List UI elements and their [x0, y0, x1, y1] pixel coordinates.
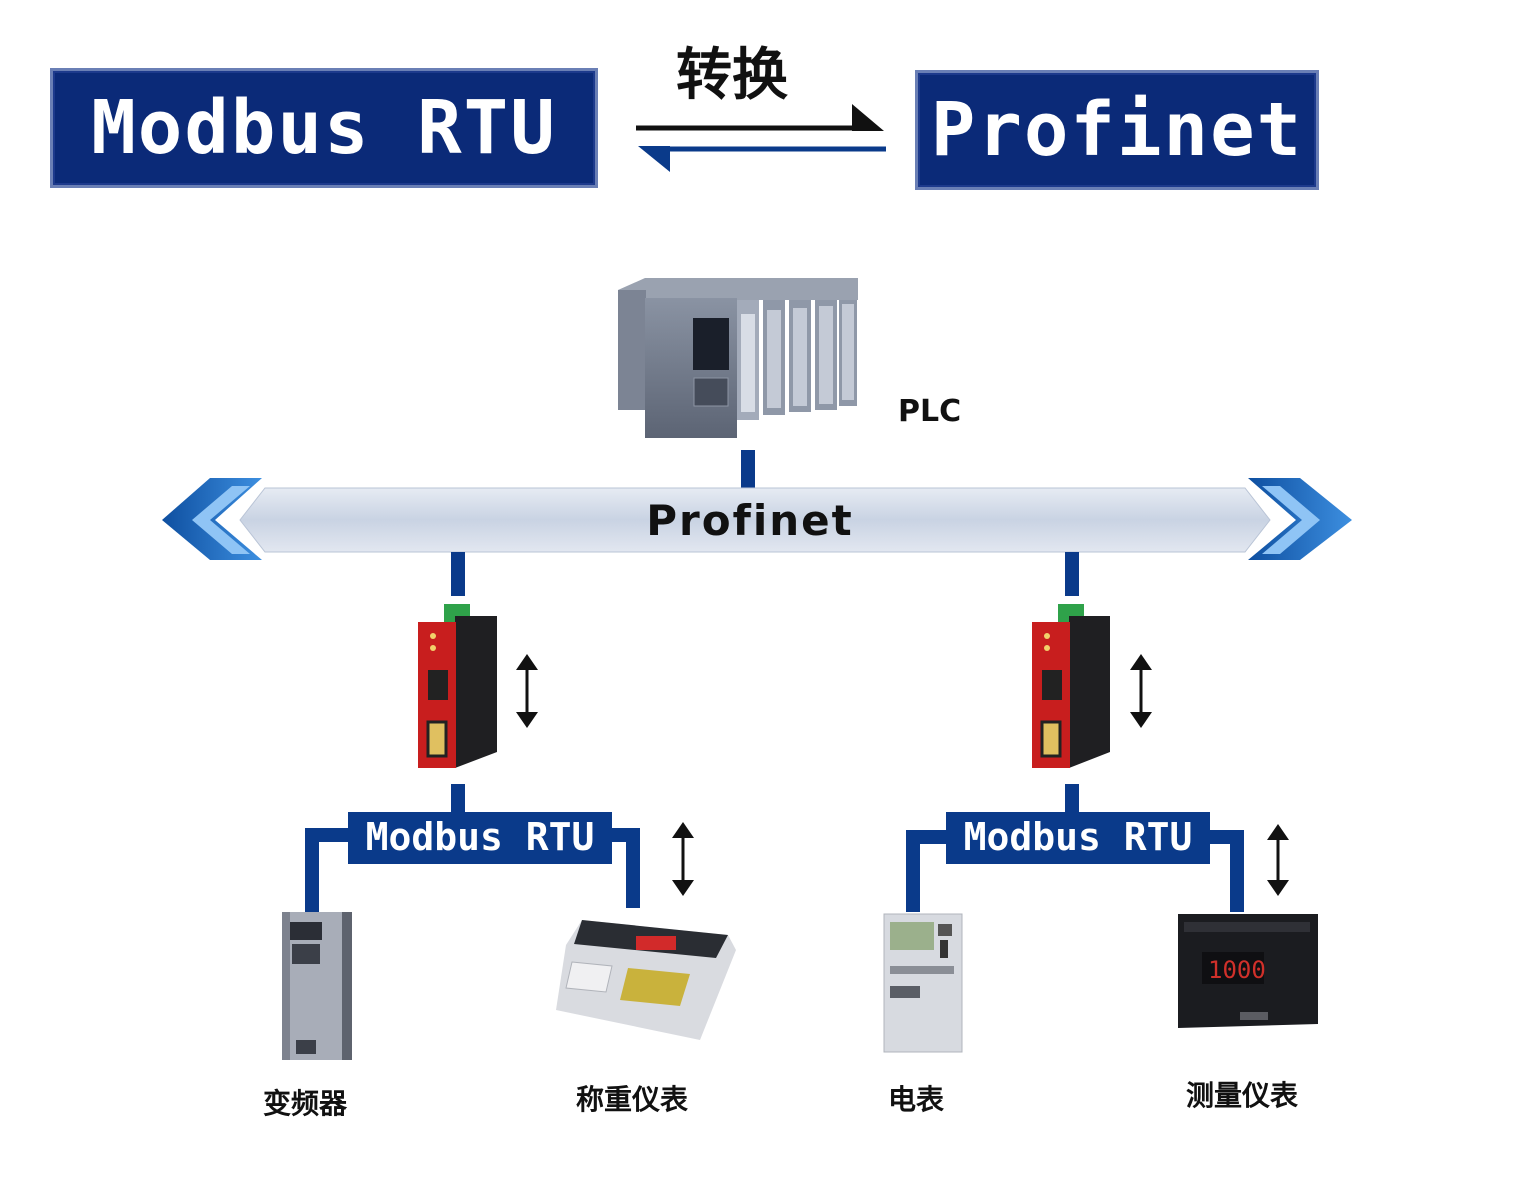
gateway-left-icon	[418, 604, 497, 768]
plc-label: PLC	[898, 394, 962, 429]
svg-text:1000: 1000	[1208, 956, 1266, 984]
gateway-right-updown-arrow-icon	[1130, 654, 1152, 728]
convert-label: 转换	[676, 42, 788, 108]
plc-connector-line	[741, 450, 755, 488]
plc-icon	[618, 278, 858, 438]
modbus-right-wiring	[906, 784, 1244, 912]
modbus-rtu-banner-text: Modbus RTU	[91, 85, 557, 171]
electric-meter-icon	[883, 913, 963, 1053]
electric-meter-label: 电表	[888, 1083, 945, 1116]
profinet-bus	[162, 478, 1352, 560]
gateway-right-drop-line	[1065, 552, 1079, 596]
modbus-right-label: Modbus RTU	[963, 815, 1193, 859]
modbus-left-label-box	[348, 812, 612, 864]
gateway-left-drop-line	[451, 552, 465, 596]
modbus-right-label-box	[946, 812, 1210, 864]
gateway-right-icon	[1032, 604, 1110, 768]
device-right-updown-arrow-icon	[1267, 824, 1289, 896]
measurement-meter-icon: 1000	[1178, 914, 1318, 1028]
inverter-label: 变频器	[263, 1087, 348, 1120]
modbus-left-wiring	[305, 784, 640, 912]
measurement-meter-label: 测量仪表	[1186, 1079, 1299, 1112]
device-left-updown-arrow-icon	[672, 822, 694, 896]
conversion-arrows-icon	[636, 104, 886, 172]
weighing-indicator-icon	[556, 920, 736, 1040]
modbus-left-label: Modbus RTU	[365, 815, 595, 859]
profinet-banner: Profinet	[915, 70, 1319, 190]
bus-left-chevron-icon	[162, 478, 262, 560]
modbus-rtu-banner: Modbus RTU	[50, 68, 598, 188]
profinet-banner-text: Profinet	[930, 87, 1304, 173]
gateway-left-updown-arrow-icon	[516, 654, 538, 728]
bus-right-chevron-icon	[1248, 478, 1352, 560]
profinet-bus-label: Profinet	[646, 496, 854, 545]
inverter-icon	[282, 912, 352, 1060]
weighing-indicator-label: 称重仪表	[576, 1083, 689, 1116]
